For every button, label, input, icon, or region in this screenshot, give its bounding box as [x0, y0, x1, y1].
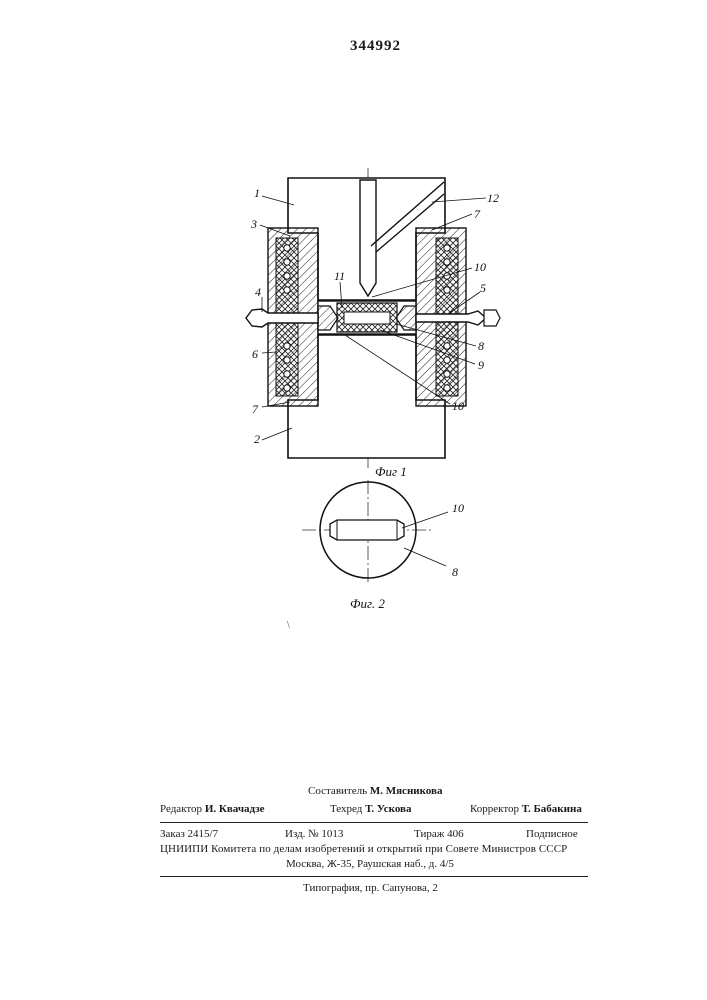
fig2-leader-10 — [402, 512, 448, 528]
callout-5: 5 — [480, 281, 486, 295]
compiler-line: Составитель М. Мясникова — [308, 785, 442, 797]
callout-8: 8 — [478, 339, 484, 353]
feed-channel — [360, 180, 376, 296]
callout-7-lower: 7 — [252, 402, 259, 416]
callout-4: 4 — [255, 285, 261, 299]
fig2-callout-10: 10 — [452, 501, 464, 515]
molded-part — [344, 312, 390, 324]
callout-2: 2 — [254, 432, 260, 446]
callout-7-upper: 7 — [474, 207, 481, 221]
editor-line: Редактор И. Квачадзе — [160, 803, 265, 815]
organization-line: ЦНИИПИ Комитета по делам изобретений и о… — [160, 843, 588, 855]
subscription: Подписное — [526, 828, 578, 840]
corrector-name: Т. Бабакина — [522, 803, 582, 815]
printing-house: Типография, пр. Сапунова, 2 — [303, 882, 438, 894]
techred-line: Техред Т. Ускова — [330, 803, 412, 815]
editor-name: И. Квачадзе — [205, 803, 265, 815]
callout-10-upper: 10 — [474, 260, 486, 274]
callout-10-lower: 10 — [452, 399, 464, 413]
fig2-caption: Фиг. 2 — [350, 596, 385, 611]
fig2-part — [330, 520, 404, 540]
edition-number: Изд. № 1013 — [285, 828, 343, 840]
callout-11: 11 — [334, 269, 345, 283]
editor-label: Редактор — [160, 803, 202, 815]
fig2-callout-8: 8 — [452, 565, 458, 579]
techred-label: Техред — [330, 803, 362, 815]
callout-6: 6 — [252, 347, 258, 361]
order-number: Заказ 2415/7 — [160, 828, 218, 840]
corrector-line: Корректор Т. Бабакина — [470, 803, 582, 815]
corrector-label: Корректор — [470, 803, 519, 815]
callout-9: 9 — [478, 358, 484, 372]
callout-3: 3 — [250, 217, 257, 231]
techred-name: Т. Ускова — [365, 803, 411, 815]
compiler-name: М. Мясникова — [370, 785, 443, 797]
address-line: Москва, Ж-35, Раушская наб., д. 4/5 — [286, 858, 454, 870]
fig1-caption: Фиг 1 — [375, 464, 407, 479]
fig2-leader-8 — [404, 548, 446, 566]
stray-mark: \ — [287, 620, 290, 631]
callout-1: 1 — [254, 186, 260, 200]
figure-1: 1 12 3 7 10 4 11 5 6 8 9 7 10 2 Фиг 1 — [246, 168, 500, 479]
footer-rule-bottom — [160, 876, 588, 877]
right-electrode-tip — [484, 310, 500, 326]
callout-12: 12 — [487, 191, 499, 205]
compiler-label: Составитель — [308, 785, 367, 797]
figure-2: 10 8 Фиг. 2 — [302, 480, 464, 611]
footer-rule-top — [160, 822, 588, 823]
circulation: Тираж 406 — [414, 828, 464, 840]
